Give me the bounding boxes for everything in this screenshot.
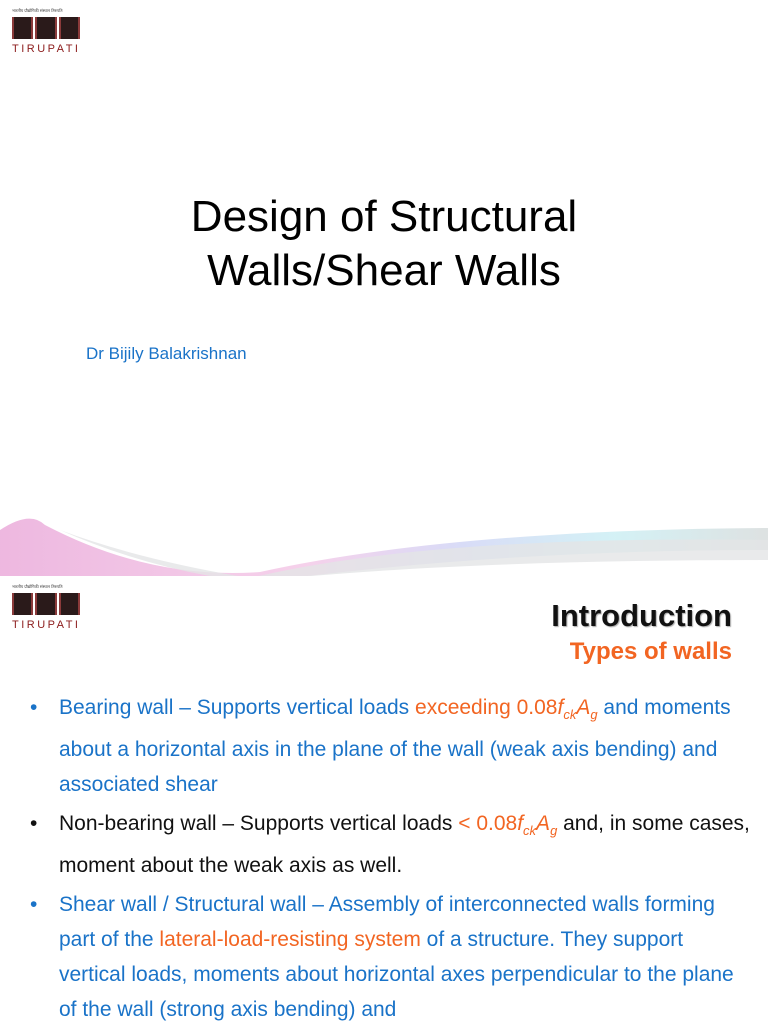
author-name: Dr Bijily Balakrishnan: [86, 344, 247, 363]
title-slide: भारतीय प्रौद्योगिकी संस्थान तिरुपति TIRU…: [0, 0, 768, 576]
slide-subheading: Types of walls: [569, 638, 732, 665]
logo-hindi-text: भारतीय प्रौद्योगिकी संस्थान तिरुपति: [12, 8, 63, 13]
decorative-wave: [0, 518, 768, 576]
bullet-non-bearing-wall: Non-bearing wall – Supports vertical loa…: [30, 806, 750, 883]
bullet-bearing-wall: Bearing wall – Supports vertical loads e…: [30, 690, 750, 802]
bullet-shear-wall: Shear wall / Structural wall – Assembly …: [30, 887, 750, 1024]
logo-name: TIRUPATI: [12, 619, 81, 631]
logo-hindi-text: भारतीय प्रौद्योगिकी संस्थान तिरुपति: [12, 584, 63, 589]
iit-tirupati-logo: भारतीय प्रौद्योगिकी संस्थान तिरुपति TIRU…: [0, 0, 92, 64]
title-line-2: Walls/Shear Walls: [207, 246, 561, 295]
iit-tirupati-logo: भारतीय प्रौद्योगिकी संस्थान तिरुपति TIRU…: [0, 576, 92, 640]
introduction-slide: भारतीय प्रौद्योगिकी संस्थान तिरुपति TIRU…: [0, 576, 768, 1024]
logo-name: TIRUPATI: [12, 43, 81, 55]
slide-title: Design of Structural Walls/Shear Walls: [0, 190, 768, 298]
bullet-list: Bearing wall – Supports vertical loads e…: [30, 690, 750, 1024]
slide-heading: Introduction: [551, 598, 732, 633]
title-line-1: Design of Structural: [190, 192, 578, 241]
